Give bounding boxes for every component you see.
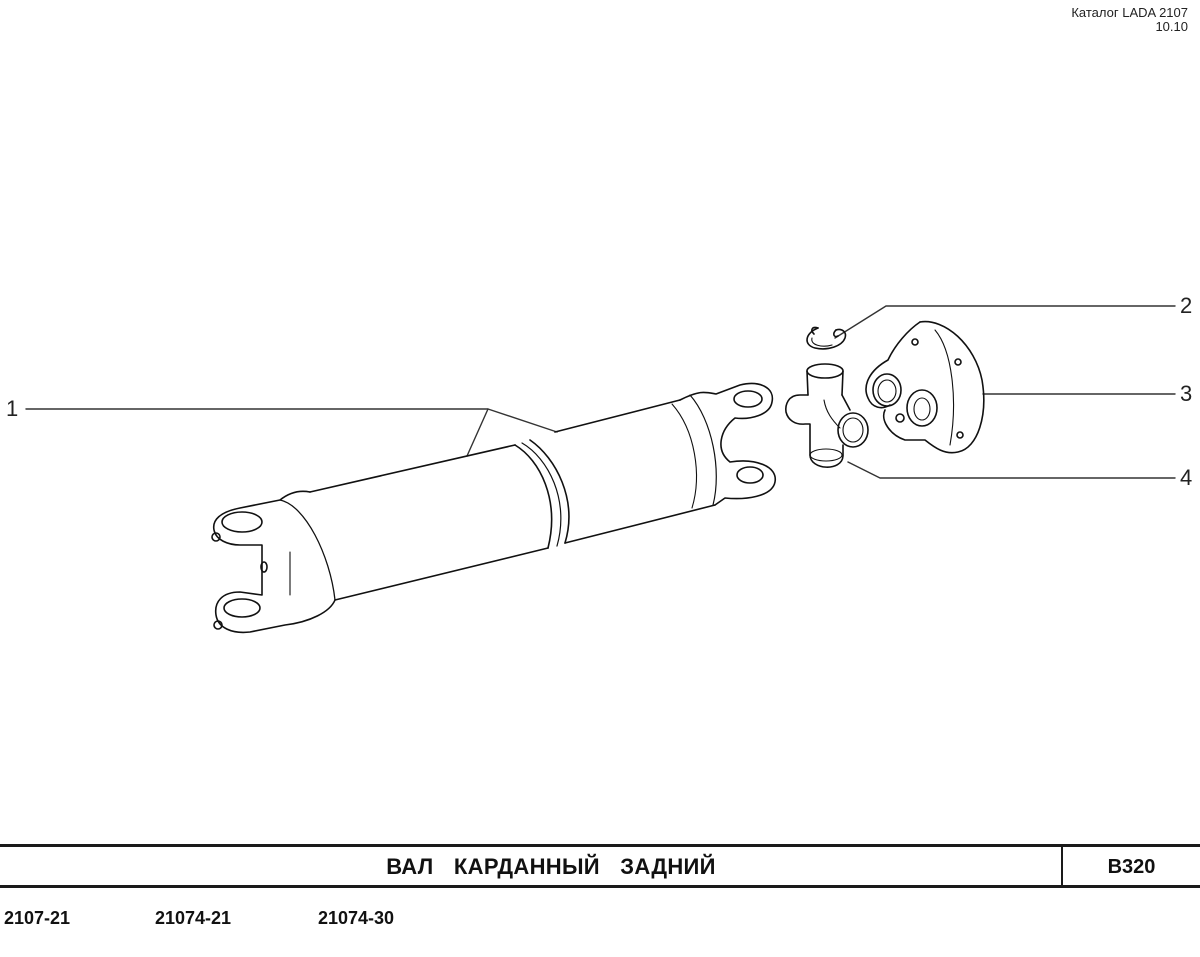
parts-diagram — [25, 305, 1176, 634]
page-title: ВАЛ КАРДАННЫЙ ЗАДНИЙ — [386, 854, 716, 879]
retaining-ring-illustration — [806, 326, 847, 350]
title-bar: ВАЛ КАРДАННЫЙ ЗАДНИЙ B320 — [0, 844, 1200, 888]
universal-joint-cross-illustration — [785, 363, 869, 468]
callout-4: 4 — [1180, 465, 1193, 490]
model-code: 2107-21 — [4, 908, 71, 928]
callout-3: 3 — [1180, 381, 1193, 406]
flange-yoke-illustration — [865, 320, 985, 454]
model-code: 21074-30 — [318, 908, 395, 928]
model-code: 21074-21 — [155, 908, 232, 928]
model-list: 2107-21 21074-21 21074-30 — [0, 908, 1200, 932]
callout-1: 1 — [6, 396, 19, 421]
section-code: B320 — [1107, 856, 1156, 878]
catalog-name: Каталог LADA 2107 — [1071, 5, 1188, 20]
catalog-revision: 10.10 — [1155, 19, 1188, 34]
callout-2: 2 — [1180, 293, 1193, 318]
title-divider — [1061, 847, 1063, 885]
catalog-header: Каталог LADA 2107 10.10 — [1071, 6, 1188, 34]
leader-lines — [25, 305, 1176, 479]
propeller-shaft-illustration — [211, 382, 776, 634]
